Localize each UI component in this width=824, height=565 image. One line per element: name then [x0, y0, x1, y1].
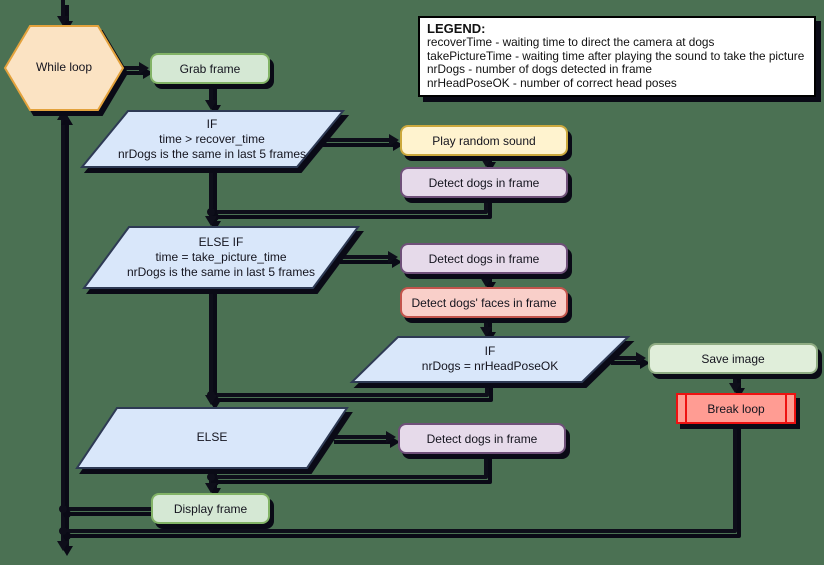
connector-detect1-return [211, 198, 488, 214]
arrowhead-down-icon [57, 16, 69, 26]
arrowhead-down-icon [205, 216, 217, 226]
legend-line: nrHeadPoseOK - number of correct head po… [427, 75, 677, 90]
connector-detect3-return [211, 453, 488, 479]
grab-frame-node: Grab frame [150, 53, 270, 84]
legend-title: LEGEND: [427, 21, 486, 36]
arrowhead-right-icon [386, 431, 396, 443]
legend-line: recoverTime - waiting time to direct the… [427, 35, 715, 49]
arrowhead-right-icon [636, 352, 646, 364]
grab-frame-label: Grab frame [179, 61, 241, 76]
detect-dogs-label: Detect dogs in frame [428, 251, 540, 266]
arrowhead-down-icon [205, 100, 217, 110]
junction-dot [207, 208, 215, 216]
legend-line: nrDogs - number of dogs detected in fram… [427, 62, 652, 76]
connector-if2-else-return [211, 382, 489, 397]
break-loop-label: Break loop [707, 401, 765, 416]
junction-dot [59, 527, 67, 535]
detect-dog-faces-label: Detect dogs' faces in frame [411, 295, 557, 310]
detect-dogs-node-2: Detect dogs in frame [400, 243, 568, 274]
arrowhead-down-icon [729, 383, 741, 393]
junction-dot [59, 505, 67, 513]
display-frame-node: Display frame [151, 493, 270, 524]
if-headpose-parallelogram [349, 336, 631, 383]
detect-dogs-node-3: Detect dogs in frame [398, 423, 566, 454]
arrowhead-right-icon [139, 62, 149, 74]
arrowhead-down-icon [205, 483, 217, 493]
while-loop-hexagon [3, 25, 125, 111]
else-parallelogram [75, 407, 349, 469]
arrowhead-down-icon [480, 277, 492, 287]
play-random-sound-node: Play random sound [400, 125, 568, 156]
save-image-label: Save image [701, 351, 765, 366]
arrowhead-down-icon [205, 395, 217, 405]
arrowhead-down-icon [480, 327, 492, 337]
arrowhead-down-icon [480, 157, 492, 167]
detect-dogs-node-1: Detect dogs in frame [400, 167, 568, 198]
detect-dog-faces-node: Detect dogs' faces in frame [400, 287, 568, 318]
legend-line: takePictureTime - waiting time after pla… [427, 48, 805, 63]
play-random-sound-label: Play random sound [432, 133, 536, 148]
detect-dogs-label: Detect dogs in frame [426, 431, 538, 446]
arrowhead-right-icon [388, 251, 398, 263]
junction-dot [207, 473, 215, 481]
detect-dogs-label: Detect dogs in frame [428, 175, 540, 190]
connector-break-to-exit [63, 424, 737, 533]
if-recover-parallelogram [79, 110, 346, 168]
break-loop-bar-right [785, 395, 787, 422]
elseif-take-picture-parallelogram [82, 226, 360, 289]
arrowhead-down-icon [57, 541, 69, 551]
display-frame-label: Display frame [173, 501, 248, 516]
legend-box: LEGEND: recoverTime - waiting time to di… [418, 16, 816, 97]
save-image-node: Save image [648, 343, 818, 374]
break-loop-bar-left [685, 395, 687, 422]
arrowhead-up-icon [57, 110, 69, 120]
arrowhead-right-icon [389, 134, 399, 146]
break-loop-node: Break loop [676, 393, 796, 424]
